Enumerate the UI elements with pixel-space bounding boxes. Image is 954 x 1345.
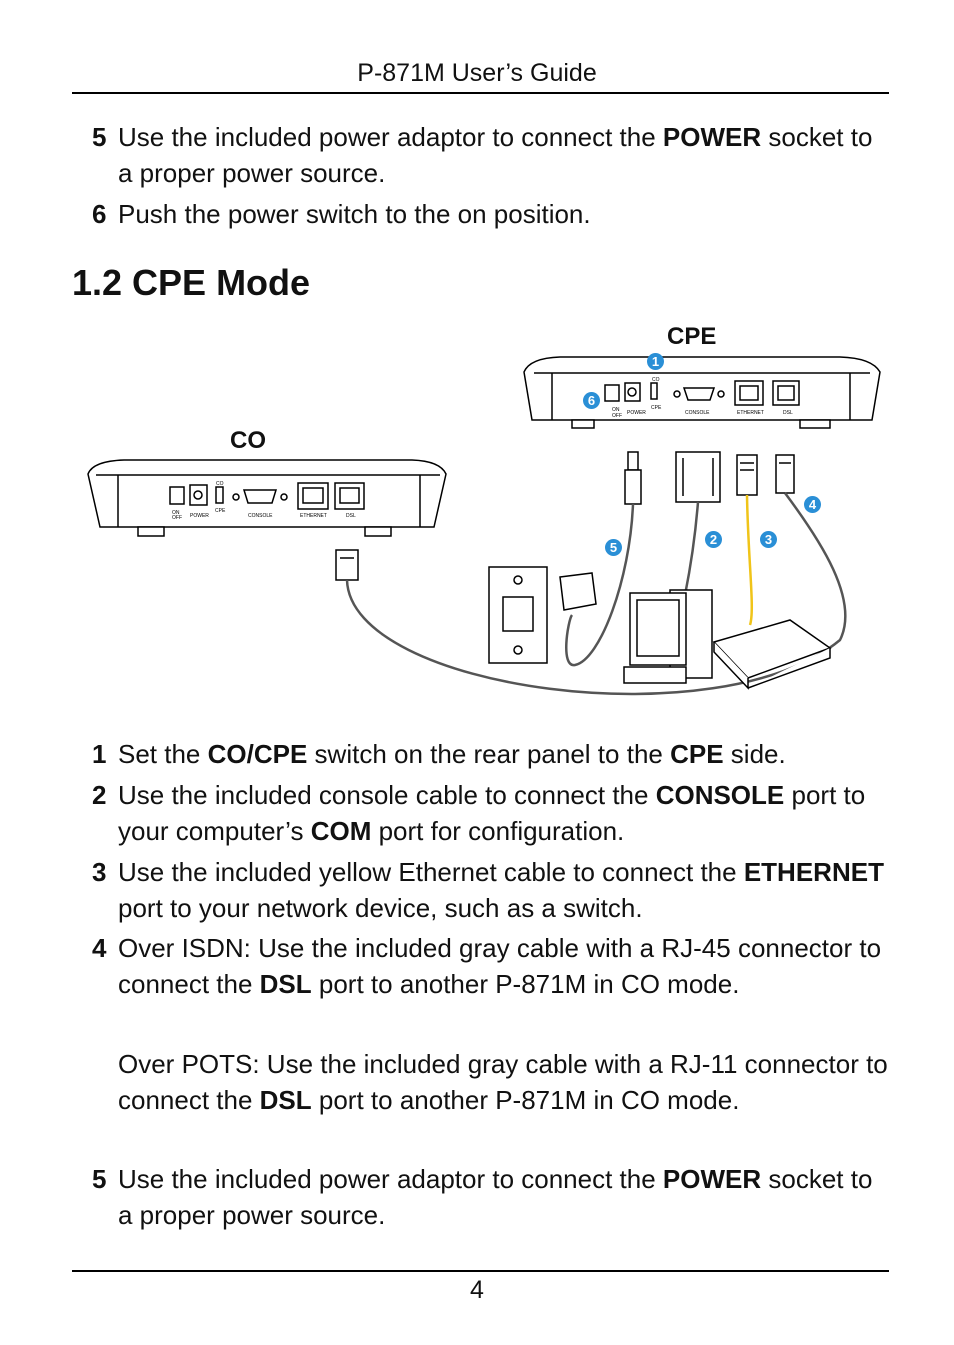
svg-text:CPE: CPE xyxy=(651,405,662,411)
svg-text:CONSOLE: CONSOLE xyxy=(248,513,273,519)
section-title: 1.2 CPE Mode xyxy=(72,262,311,303)
step-keyword: POWER xyxy=(662,1164,762,1194)
svg-text:DSL: DSL xyxy=(346,513,356,519)
step-text: socket to a proper power source. xyxy=(118,1164,873,1230)
step-text: Push the power switch to the on position… xyxy=(118,199,591,229)
callout-badge-3: 3 xyxy=(760,531,777,548)
wall-outlet xyxy=(488,566,597,664)
callout-badge-2: 2 xyxy=(705,531,722,548)
step-4: 4 Over ISDN: Use the included gray cable… xyxy=(92,931,892,1002)
step-keyword: DSL xyxy=(259,968,312,999)
cpe-device xyxy=(523,356,881,429)
step-text: port to your computer’s xyxy=(118,780,866,846)
step-text: Set the xyxy=(118,739,208,769)
step-text: port to another P-871M in CO mode. xyxy=(311,1084,740,1115)
network-switch xyxy=(712,619,832,690)
footer-rule xyxy=(72,1270,889,1272)
step-text: side. xyxy=(723,739,786,769)
cpe-device-labels: ON OFF POWER CO CPE CONSOLE ETHERNET DSL xyxy=(612,377,793,419)
svg-text:DSL: DSL xyxy=(783,410,793,416)
step-text: port to your network device, such as a s… xyxy=(118,892,643,923)
step-text: Use the included power adaptor to connec… xyxy=(118,1164,663,1194)
intro-step-5: 5 Use the included power adaptor to conn… xyxy=(92,120,892,191)
connection-diagram-svg: ON OFF POWER CO CPE CONSOLE ETHERNET DSL xyxy=(87,356,881,696)
step-number: 2 xyxy=(92,780,107,810)
co-device xyxy=(87,459,447,537)
svg-text:POWER: POWER xyxy=(190,513,209,519)
intro-step-6: 6 Push the power switch to the on positi… xyxy=(92,197,892,233)
step-2: 2 Use the included console cable to conn… xyxy=(92,778,892,849)
step-number: 3 xyxy=(92,857,107,887)
step-number: 6 xyxy=(92,199,107,229)
connectors xyxy=(335,451,795,581)
step-number: 4 xyxy=(92,933,107,963)
step-number: 5 xyxy=(92,122,107,152)
step-text: port for configuration. xyxy=(371,815,625,846)
step-keyword: ETHERNET xyxy=(743,857,884,887)
callout-badge-5: 5 xyxy=(605,539,622,556)
step-number: 5 xyxy=(92,1164,107,1194)
running-header: P-871M User’s Guide xyxy=(357,59,597,87)
step-keyword: POWER xyxy=(662,122,762,152)
svg-text:ON: ON xyxy=(612,407,620,413)
step-keyword: DSL xyxy=(259,1084,312,1115)
step-text: Use the included power adaptor to connec… xyxy=(118,122,663,152)
svg-text:CONSOLE: CONSOLE xyxy=(685,410,710,416)
callout-badge-4: 4 xyxy=(804,496,821,513)
header-rule xyxy=(72,92,889,94)
step-5: 5 Use the included power adaptor to conn… xyxy=(92,1162,892,1233)
svg-text:OFF: OFF xyxy=(612,413,622,419)
co-label: CO xyxy=(230,427,266,454)
step-keyword: CO/CPE xyxy=(207,739,308,769)
cpe-label: CPE xyxy=(667,323,717,350)
step-text: Use the included console cable to connec… xyxy=(118,780,656,810)
step-text: switch on the rear panel to the xyxy=(307,739,671,769)
callout-badge-6: 6 xyxy=(583,392,600,409)
svg-text:CPE: CPE xyxy=(215,508,226,514)
svg-text:ETHERNET: ETHERNET xyxy=(737,410,764,416)
step-3: 3 Use the included yellow Ethernet cable… xyxy=(92,855,892,926)
step-4-pots: Over POTS: Use the included gray cable w… xyxy=(118,1047,898,1118)
step-text: Over ISDN: Use the included gray cable w… xyxy=(118,933,882,999)
svg-text:CO: CO xyxy=(216,481,224,487)
step-text: Use the included yellow Ethernet cable t… xyxy=(118,857,744,887)
computer xyxy=(623,589,713,684)
step-keyword: COM xyxy=(310,815,372,846)
svg-text:CO: CO xyxy=(652,377,660,383)
step-text: Over POTS: Use the included gray cable w… xyxy=(118,1049,888,1115)
svg-text:POWER: POWER xyxy=(627,410,646,416)
step-1: 1 Set the CO/CPE switch on the rear pane… xyxy=(92,737,892,773)
co-device-labels: ON OFF POWER CO CPE CONSOLE ETHERNET DSL xyxy=(172,481,356,521)
step-keyword: CPE xyxy=(670,739,724,769)
step-text: port to another P-871M in CO mode. xyxy=(311,968,740,999)
step-keyword: CONSOLE xyxy=(655,780,785,810)
svg-text:ON: ON xyxy=(172,510,180,516)
step-number: 1 xyxy=(92,739,107,769)
svg-text:ETHERNET: ETHERNET xyxy=(300,513,327,519)
page-number: 4 xyxy=(470,1276,484,1304)
step-text: socket to a proper power source. xyxy=(118,122,873,188)
svg-text:OFF: OFF xyxy=(172,515,182,521)
callout-badge-1: 1 xyxy=(647,353,664,370)
